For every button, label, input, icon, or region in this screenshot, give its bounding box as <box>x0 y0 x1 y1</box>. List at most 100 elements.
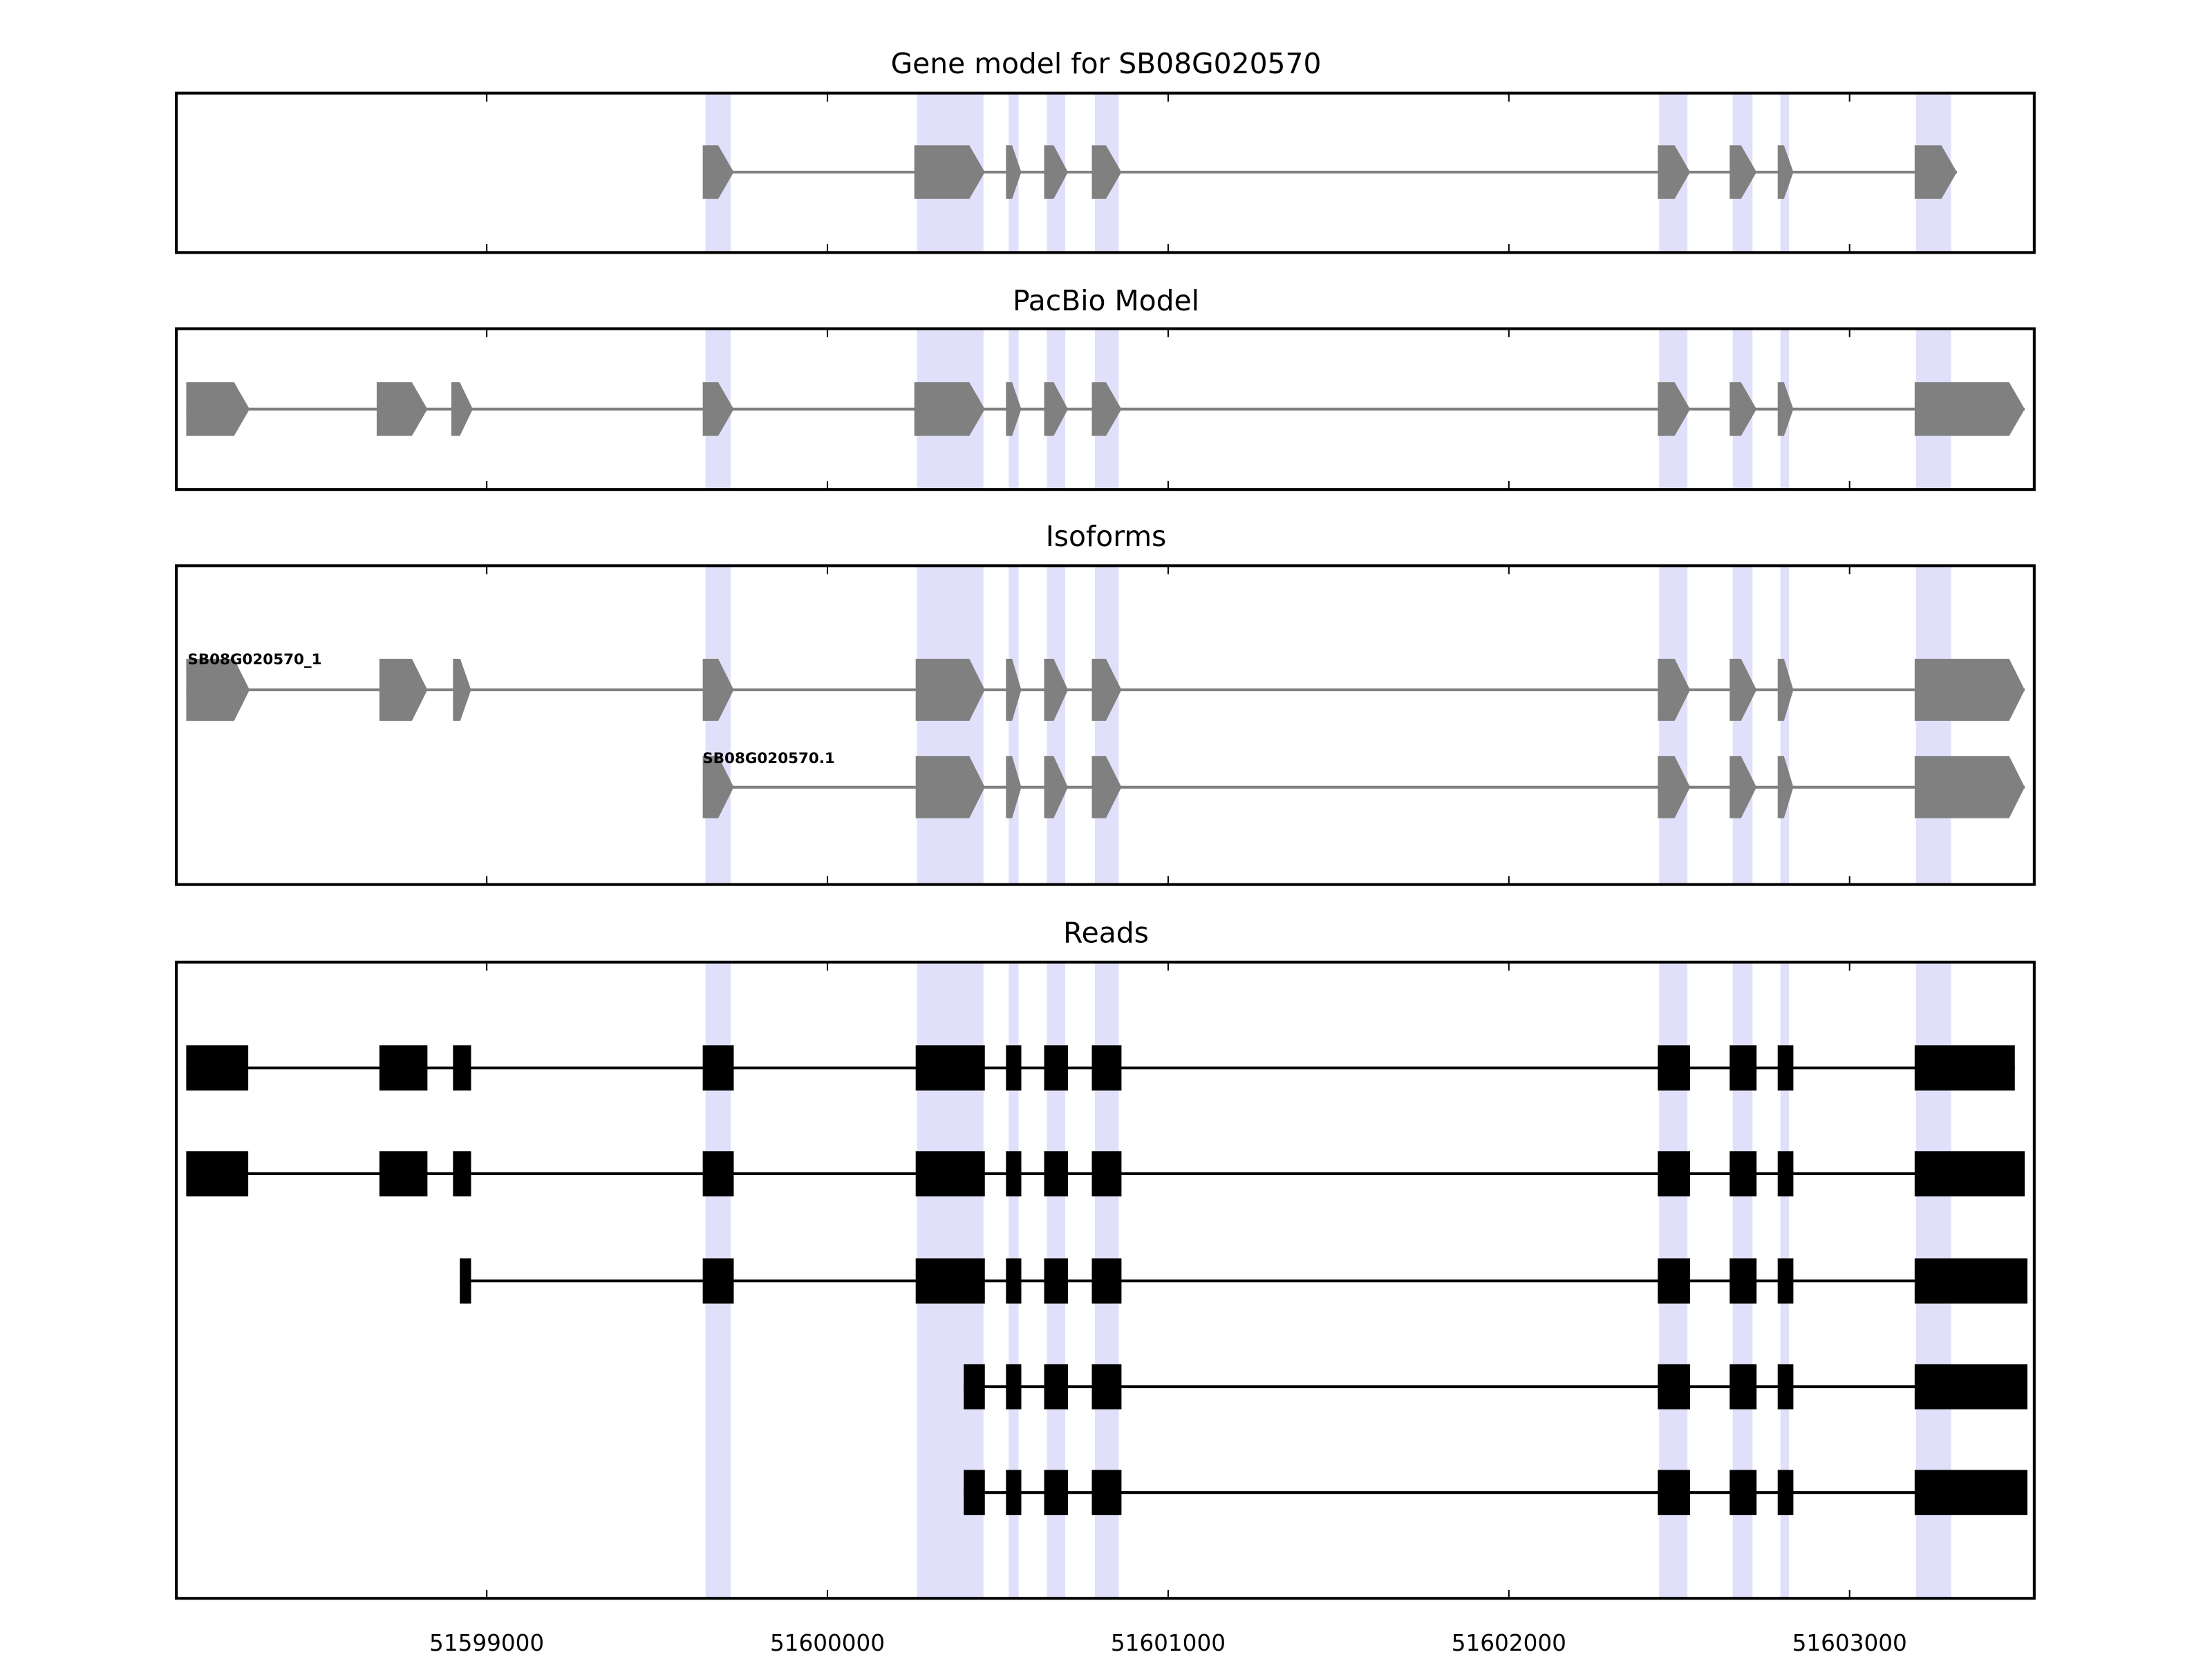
read-exon <box>702 1151 734 1197</box>
read-exon <box>1006 1364 1022 1409</box>
exon-arrow <box>1777 382 1794 436</box>
read-exon <box>1658 1258 1691 1304</box>
panel-frame <box>175 564 2036 886</box>
x-tick-label: 51602000 <box>1452 1630 1566 1656</box>
read-exon <box>1658 1470 1691 1515</box>
read-exon <box>460 1258 471 1304</box>
shaded-exon-region <box>1009 565 1019 885</box>
exon-arrow <box>1658 659 1691 721</box>
read-exon <box>1777 1364 1794 1409</box>
read-exon <box>1914 1364 2027 1409</box>
x-tick-label: 51599000 <box>429 1630 544 1656</box>
read-exon <box>1006 1258 1022 1304</box>
read-exon <box>1658 1151 1691 1197</box>
read-exon <box>379 1151 428 1197</box>
exon-arrow <box>1777 145 1794 199</box>
panel-title-gene-model: Gene model for SB08G020570 <box>891 47 1322 80</box>
read-exon <box>1658 1045 1691 1091</box>
read-exon <box>1658 1364 1691 1409</box>
exon-arrow <box>186 659 250 721</box>
read-exon <box>1044 1151 1069 1197</box>
read-exon <box>702 1045 734 1091</box>
exon-arrow <box>914 145 985 199</box>
read-exon <box>915 1151 985 1197</box>
x-tick-label: 51600000 <box>770 1630 885 1656</box>
exon-arrow <box>915 756 985 818</box>
exon-arrow <box>451 382 473 436</box>
exon-arrow <box>379 659 428 721</box>
read-exon <box>1006 1045 1022 1091</box>
shaded-exon-region <box>705 565 731 885</box>
exon-arrow <box>1914 659 2025 721</box>
read-exon <box>1914 1258 2027 1304</box>
isoform-label-2: SB08G020570.1 <box>702 750 835 767</box>
isoform-label-1: SB08G020570_1 <box>187 651 321 668</box>
x-tick-label: 51601000 <box>1111 1630 1226 1656</box>
read-exon <box>1914 1151 2025 1197</box>
read-exon <box>1730 1258 1757 1304</box>
read-exon <box>702 1258 734 1304</box>
exon-arrow <box>1006 382 1022 436</box>
panel-frame <box>175 960 2036 1600</box>
x-tick-label: 51603000 <box>1792 1630 1907 1656</box>
read-exon <box>1730 1364 1757 1409</box>
exon-arrow <box>1091 659 1122 721</box>
exon-arrow <box>1730 382 1757 436</box>
read-exon <box>964 1470 985 1515</box>
exon-arrow <box>915 659 985 721</box>
read-exon <box>915 1258 985 1304</box>
read-exon <box>1044 1258 1069 1304</box>
exon-arrow <box>702 756 734 818</box>
exon-arrow <box>1777 756 1794 818</box>
read-exon <box>1777 1258 1794 1304</box>
exon-arrow <box>914 382 985 436</box>
exon-arrow <box>1658 756 1691 818</box>
exon-arrow <box>1044 145 1069 199</box>
read-exon <box>1006 1151 1022 1197</box>
read-exon <box>379 1045 428 1091</box>
read-exon <box>1006 1470 1022 1515</box>
exon-arrow <box>453 659 471 721</box>
read-exon <box>1777 1045 1794 1091</box>
exon-arrow <box>186 382 250 436</box>
exon-arrow <box>1006 756 1022 818</box>
exon-arrow <box>1730 659 1757 721</box>
shaded-exon-region <box>1094 565 1119 885</box>
read-exon <box>1914 1045 2015 1091</box>
read-exon <box>1044 1364 1069 1409</box>
read-exon <box>453 1045 471 1091</box>
read-exon <box>186 1045 249 1091</box>
shaded-exon-region <box>1915 565 1951 885</box>
exon-arrow <box>376 382 428 436</box>
read-exon <box>1730 1151 1757 1197</box>
exon-arrow <box>1091 756 1122 818</box>
read-exon <box>915 1045 985 1091</box>
read-exon <box>1044 1470 1069 1515</box>
shaded-exon-region <box>1732 565 1753 885</box>
read-exon <box>1091 1151 1122 1197</box>
exon-arrow <box>1044 382 1069 436</box>
exon-arrow <box>1006 659 1022 721</box>
read-exon <box>1091 1258 1122 1304</box>
exon-arrow <box>702 659 734 721</box>
exon-arrow <box>1006 145 1022 199</box>
exon-arrow <box>1730 145 1757 199</box>
exon-arrow <box>702 145 734 199</box>
read-exon <box>964 1364 985 1409</box>
exon-arrow <box>1091 382 1122 436</box>
panel-title-isoforms: Isoforms <box>1046 520 1167 553</box>
panel-frame <box>175 91 2036 254</box>
exon-arrow <box>1658 382 1691 436</box>
exon-arrow <box>1914 382 2025 436</box>
shaded-exon-region <box>1659 565 1688 885</box>
exon-arrow <box>702 382 734 436</box>
read-exon <box>1777 1470 1794 1515</box>
read-exon <box>453 1151 471 1197</box>
read-exon <box>1091 1364 1122 1409</box>
shaded-exon-region <box>1780 565 1789 885</box>
panel-title-pacbio-model: PacBio Model <box>1013 284 1199 317</box>
exon-arrow <box>1044 659 1069 721</box>
read-exon <box>1914 1470 2027 1515</box>
read-exon <box>1730 1470 1757 1515</box>
